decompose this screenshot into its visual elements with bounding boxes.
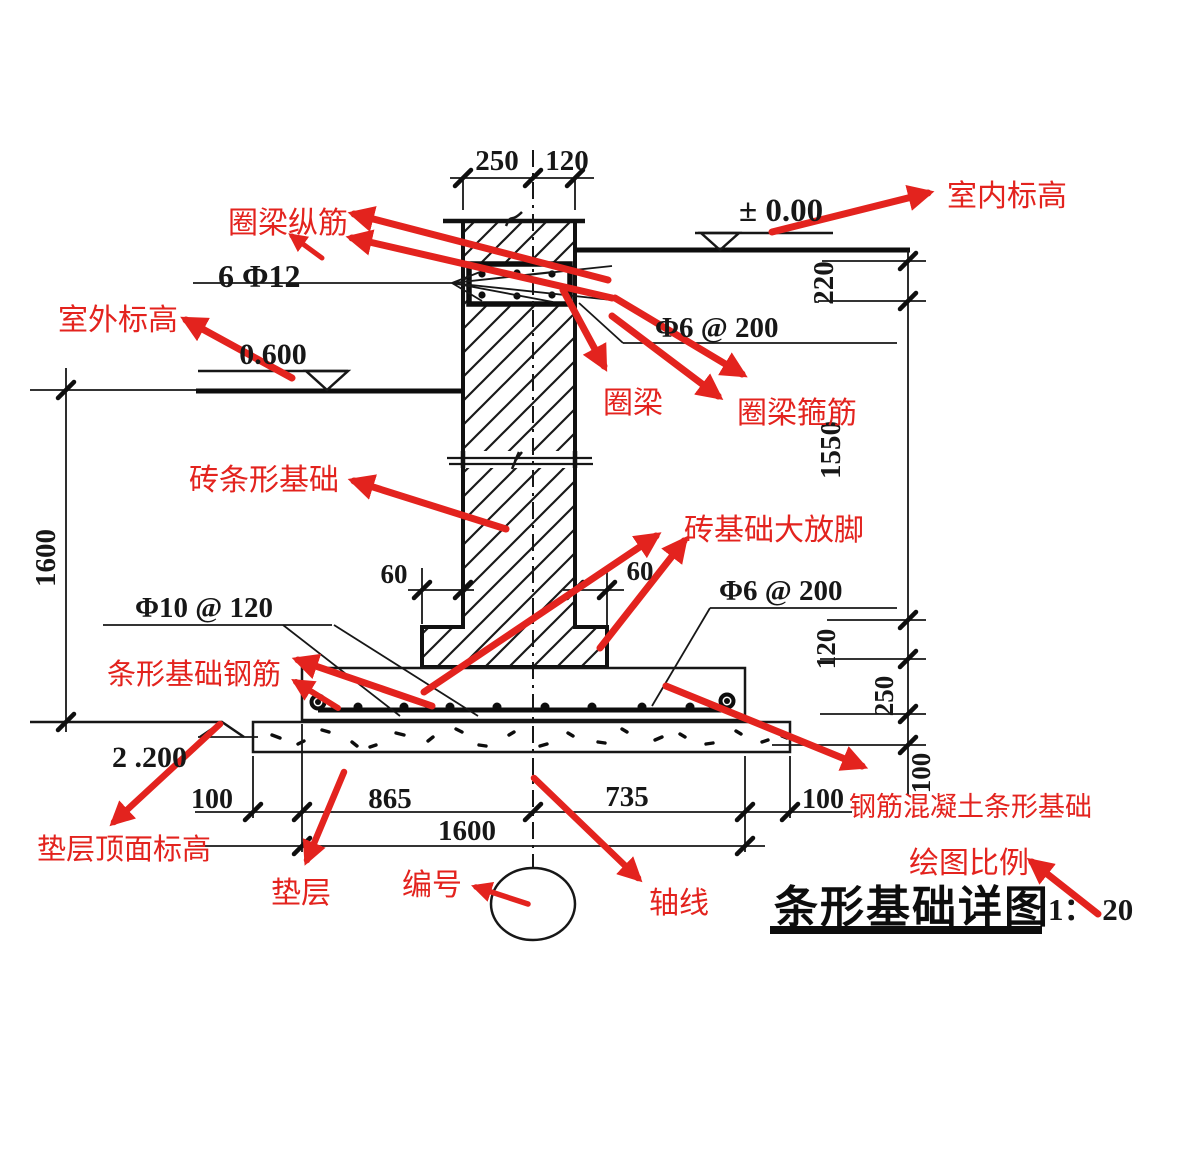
leader-stirrup-diagonal [578, 302, 624, 344]
spec-main-rebar: Φ10 @ 120 [135, 592, 273, 624]
dim-60-left: 60 [381, 559, 408, 589]
annotation-labels: 室内标高 圈梁纵筋 室外标高 圈梁 圈梁箍筋 砖条形基础 砖基础大放脚 条形基础… [37, 180, 1092, 920]
arrow-footing-spread-2 [596, 535, 689, 652]
arrow-outdoor-elevation [180, 316, 296, 382]
dimension-left [55, 368, 77, 733]
arrow-ringbeam-rebar-3 [288, 233, 325, 261]
arrow-ringbeam-rebar-2 [345, 229, 616, 302]
arrow-number [471, 881, 531, 907]
dim-100-right: 100 [802, 784, 844, 815]
cushion-layer [251, 720, 792, 754]
cushion-speckles [270, 727, 789, 749]
label-foundation-rebar: 条形基础钢筋 [107, 658, 281, 691]
dim-1600-width: 1600 [438, 815, 496, 847]
outdoor-elev-triangle [302, 369, 352, 392]
title-underline [770, 926, 1042, 934]
dimension-right [772, 250, 926, 795]
dim-120-step: 120 [811, 629, 841, 670]
cushion-rect [251, 720, 792, 754]
dimension-bottom [195, 724, 852, 857]
spec-ringbeam-bars: 6 Φ12 [218, 258, 301, 294]
arrow-indoor-elevation [768, 184, 935, 236]
label-ring-beam: 圈梁 [603, 387, 663, 420]
arrow-drawing-scale [1026, 857, 1102, 918]
dim-1600-depth: 1600 [30, 529, 62, 587]
label-rc-foundation: 钢筋混凝土条形基础 [849, 792, 1092, 822]
arrow-cushion [302, 768, 348, 866]
dim-250-foundation: 250 [869, 676, 899, 717]
rc-strip-foundation [300, 666, 747, 722]
label-ring-beam-stirrup: 圈梁箍筋 [737, 397, 857, 430]
dim-220: 220 [808, 261, 840, 305]
label-number: 编号 [402, 869, 462, 902]
elev-outdoor: 0.600 [239, 338, 307, 371]
wall-break-zigzag [510, 451, 523, 470]
spec-dist-rebar: Φ6 @ 200 [719, 575, 843, 607]
dim-735: 735 [605, 781, 649, 813]
arrow-foundation-rebar-2 [291, 678, 341, 711]
elev-cushion-top: 2 .200 [112, 741, 187, 774]
leader-mainrebar-diag1 [282, 624, 401, 717]
arrow-ring-beam [559, 286, 608, 372]
axis-centerline [489, 150, 577, 942]
dim-60-right: 60 [627, 556, 654, 586]
arrow-axis [530, 774, 643, 883]
label-axis: 轴线 [649, 887, 709, 920]
ground-lines [30, 247, 910, 394]
title-block: 条形基础详图 1： 20 [770, 883, 1133, 934]
label-ringbeam-rebar: 圈梁纵筋 [228, 207, 348, 240]
dimension-top [450, 167, 594, 210]
dim-100-cushion: 100 [906, 753, 936, 794]
rebar-hook-right-dot [724, 698, 730, 704]
label-outdoor-elevation: 室外标高 [58, 304, 178, 337]
spec-stirrup-top: Φ6 @ 200 [655, 312, 779, 344]
wall-top-break-squiggle [504, 211, 523, 227]
indoor-elev-triangle [697, 231, 743, 252]
dim-865: 865 [368, 783, 412, 815]
brick-wall-section [420, 211, 609, 669]
arrow-stirrup-2 [608, 312, 724, 401]
label-cushion: 垫层 [271, 877, 331, 910]
dim-100-left: 100 [191, 784, 233, 815]
elev-indoor: ± 0.00 [739, 193, 823, 229]
leader-distrebar-diagonal [651, 607, 711, 707]
arrow-cushion-elevation [109, 720, 224, 827]
red-arrows [109, 184, 1102, 918]
arrow-stirrup-1 [611, 294, 748, 378]
spec-texts: ± 0.00 0.600 2 .200 6 Φ12 Φ6 @ 200 Φ10 @… [112, 193, 843, 774]
drawing-scale-value: 1： 20 [1048, 892, 1133, 927]
label-indoor-elevation: 室内标高 [947, 180, 1067, 213]
arrow-rc-foundation [662, 682, 869, 771]
dim-1550: 1550 [815, 421, 847, 479]
axis-number-bubble [489, 866, 577, 942]
drawing-title: 条形基础详图 [774, 883, 1050, 932]
dim-120-top: 120 [545, 145, 589, 177]
label-cushion-elevation: 垫层顶面标高 [37, 833, 211, 866]
leader-lines [103, 265, 897, 717]
label-drawing-scale: 绘图比例 [909, 847, 1029, 880]
arrow-footing-spread-1 [420, 532, 662, 696]
arrow-ringbeam-rebar-1 [347, 206, 612, 284]
arrow-brick-foundation [347, 474, 510, 533]
leader-mainrebar-diag2 [333, 624, 479, 717]
dimension-texts: 250 120 220 1550 120 250 100 1600 60 60 … [30, 145, 936, 847]
label-brick-foundation: 砖条形基础 [189, 464, 339, 497]
label-footing-spread: 砖基础大放脚 [684, 514, 864, 547]
arrow-foundation-rebar-1 [291, 653, 436, 710]
foundation-rebar-dots [353, 702, 695, 712]
dim-250: 250 [475, 145, 519, 177]
